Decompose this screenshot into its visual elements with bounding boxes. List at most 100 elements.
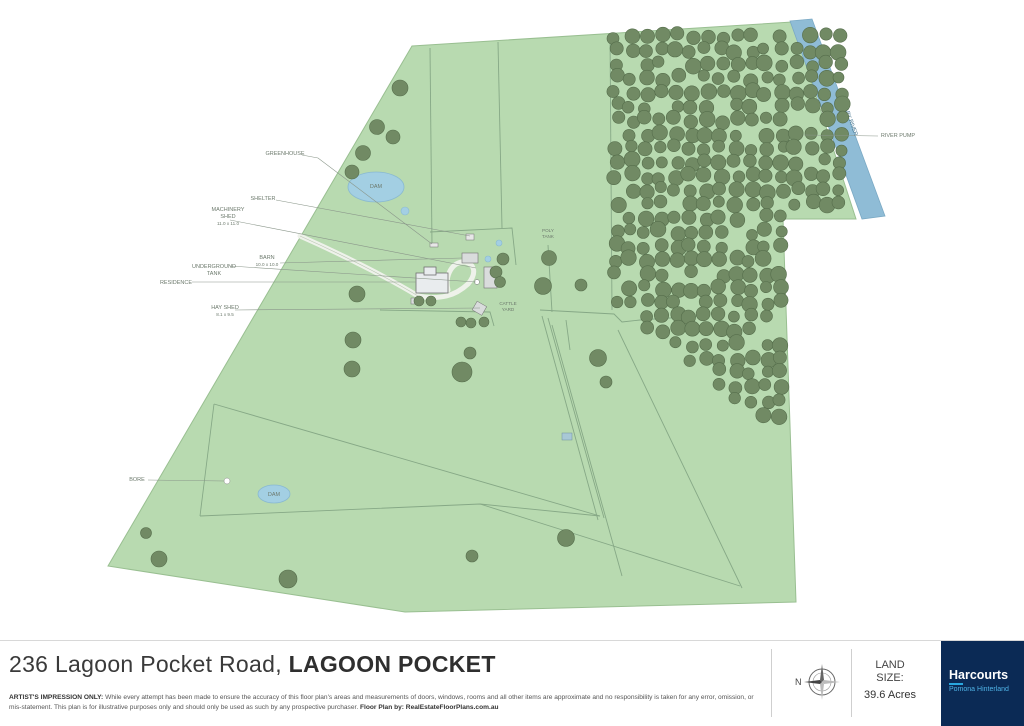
tree <box>744 283 758 298</box>
property-site-map: MARY RIVER DAM DAM <box>107 18 915 613</box>
tree <box>744 307 758 322</box>
tree <box>756 221 772 237</box>
tree <box>775 225 788 238</box>
tree <box>150 550 168 568</box>
tree <box>489 265 503 279</box>
tree <box>385 129 401 145</box>
tree <box>697 41 711 54</box>
tree <box>589 349 607 367</box>
tree <box>655 156 668 169</box>
tree <box>683 85 700 102</box>
tree <box>654 141 667 154</box>
tree <box>622 211 636 225</box>
tree <box>651 124 668 141</box>
tree <box>716 56 731 71</box>
tree <box>775 59 789 73</box>
small-pond <box>400 206 410 216</box>
tree <box>712 195 725 208</box>
tree <box>773 73 786 87</box>
tree <box>655 324 671 340</box>
footer-divider <box>851 649 852 717</box>
tree <box>624 28 641 44</box>
tree <box>684 264 698 278</box>
tree <box>655 26 671 43</box>
poly-tank-label-2: TANK <box>542 234 555 239</box>
tree <box>623 151 641 168</box>
tree <box>742 267 758 283</box>
tree <box>834 57 849 71</box>
tree <box>610 67 625 83</box>
tree <box>743 27 758 42</box>
tree <box>670 26 685 41</box>
tree <box>792 71 805 85</box>
tree <box>788 125 804 142</box>
tree <box>654 84 669 99</box>
tree <box>654 238 669 252</box>
tree <box>669 336 682 349</box>
tree <box>755 54 773 72</box>
tree <box>665 109 681 125</box>
tree <box>666 294 680 309</box>
residence-building <box>415 272 449 294</box>
tree <box>640 310 653 323</box>
tree <box>790 42 804 55</box>
tree <box>774 41 789 56</box>
tree <box>805 97 821 114</box>
tree <box>773 292 789 308</box>
tree <box>465 317 477 329</box>
land-size-label-line2: SIZE: <box>876 672 904 684</box>
tree <box>278 569 298 589</box>
cattle-yard-structure <box>561 432 573 441</box>
tree <box>680 166 696 182</box>
tree <box>819 27 833 41</box>
tree <box>754 250 772 267</box>
tree <box>729 212 746 228</box>
tree <box>541 250 557 266</box>
tree <box>574 278 588 292</box>
tree <box>820 138 836 154</box>
tree <box>761 339 774 351</box>
land-size-label-line1: LAND <box>875 659 905 671</box>
bore-label: BORE <box>129 477 145 483</box>
tree <box>805 141 820 156</box>
tree <box>621 280 637 297</box>
shelter-building <box>465 233 475 241</box>
tree <box>788 198 801 211</box>
tree <box>772 154 789 171</box>
tree <box>606 85 620 98</box>
tree <box>670 319 687 336</box>
barn-label: BARN <box>259 255 274 261</box>
tree <box>730 57 746 72</box>
tree <box>710 278 726 295</box>
tree <box>609 154 625 170</box>
tree <box>667 183 680 197</box>
tree <box>834 95 851 113</box>
barn-building <box>461 252 479 264</box>
tree <box>759 142 774 157</box>
tree <box>728 181 745 198</box>
tree <box>355 145 371 161</box>
tree <box>700 83 718 100</box>
tree <box>478 316 490 328</box>
tree <box>770 408 788 425</box>
tree <box>655 268 669 282</box>
tree <box>654 251 671 267</box>
tree <box>620 249 637 266</box>
tree <box>610 295 624 309</box>
tree <box>788 156 804 172</box>
tree <box>621 100 635 114</box>
tree <box>344 331 362 349</box>
tree <box>785 138 802 155</box>
tree <box>755 407 772 424</box>
tree <box>715 115 730 131</box>
machinery-shed-label: MACHINERY <box>212 207 245 213</box>
tree <box>625 183 641 199</box>
tree <box>711 72 725 85</box>
tree <box>640 28 655 44</box>
tree <box>716 339 729 352</box>
agency-brand-panel: Harcourts Pomona Hinterland <box>941 641 1024 726</box>
tree <box>699 338 713 351</box>
shelter-label: SHELTER <box>251 196 276 202</box>
tree <box>653 194 668 209</box>
tree <box>758 378 772 391</box>
